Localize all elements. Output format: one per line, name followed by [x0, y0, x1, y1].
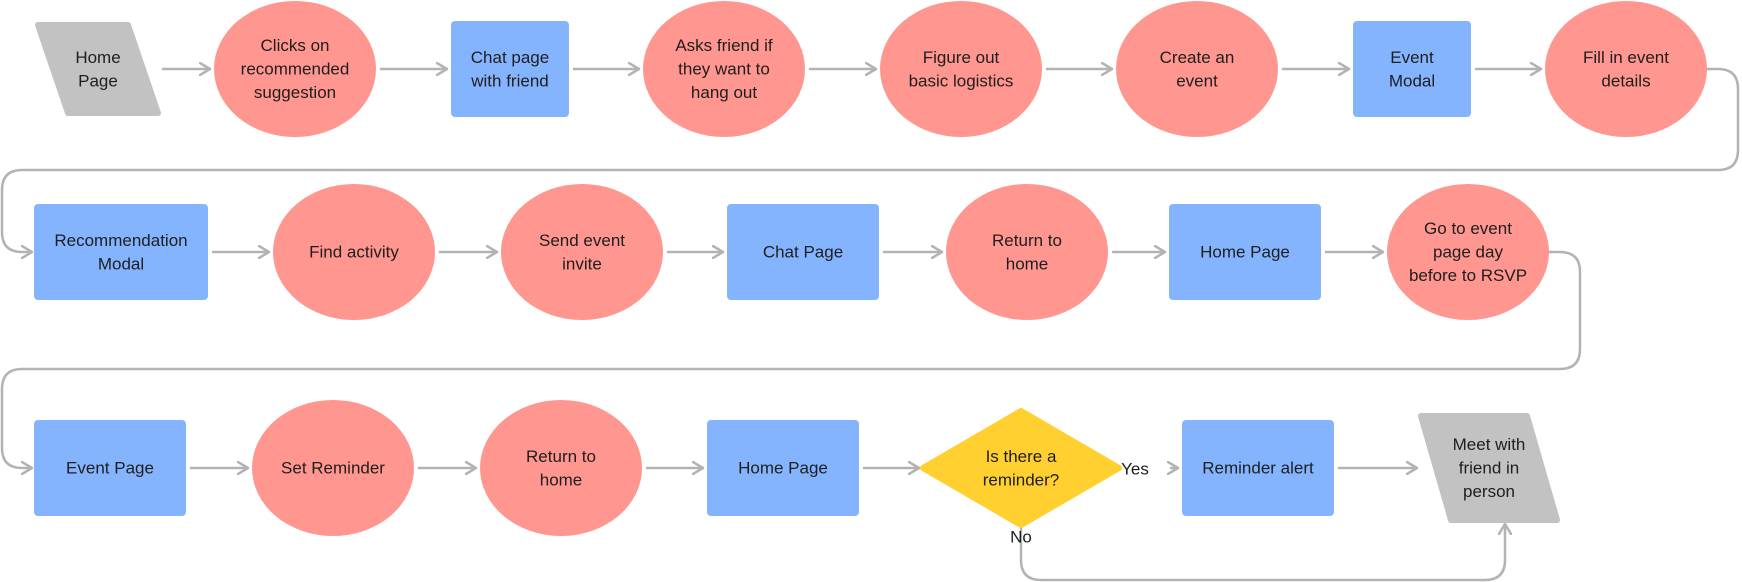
node-shape	[1169, 204, 1321, 300]
flow-node-screen: Home Page	[1169, 204, 1321, 300]
node-label-line: Find activity	[309, 243, 399, 262]
flow-node-process: Clicks on recommended suggestion	[214, 1, 376, 137]
flow-node-process: Return to home	[480, 400, 642, 536]
node-label-line: event	[1176, 71, 1218, 90]
node-label-line: reminder?	[983, 470, 1060, 489]
connector-arrow	[1019, 522, 1505, 582]
flow-node-process: Find activity	[273, 184, 435, 320]
node-shape	[1387, 184, 1549, 320]
flow-node-process: Fill in event details	[1545, 1, 1707, 137]
node-shape	[1116, 1, 1278, 137]
flow-node-terminal: Meet with friend in person	[1418, 413, 1560, 523]
node-label-line: home	[540, 470, 583, 489]
node-label-line: person	[1463, 482, 1515, 501]
node-label-line: Set Reminder	[281, 459, 385, 478]
flow-node-process: Asks friend if they want to hang out	[643, 1, 805, 137]
node-label-line: hang out	[691, 83, 757, 102]
node-label-line: Recommendation	[54, 231, 187, 250]
flow-node-process: Figure out basic logistics	[880, 1, 1042, 137]
connector-arrow	[0, 67, 1740, 252]
node-shape	[35, 22, 161, 116]
node-label-line: Chat Page	[763, 243, 843, 262]
flow-node-process: Send event invite	[501, 184, 663, 320]
node-label-line: Modal	[1389, 71, 1435, 90]
node-shape	[1418, 413, 1560, 523]
node-label-line: Return to	[992, 231, 1062, 250]
flow-node-screen: Chat Page	[727, 204, 879, 300]
node-label-line: they want to	[678, 60, 770, 79]
flow-node-process: Go to event page day before to RSVP	[1387, 184, 1549, 320]
flow-node-process: Create an event	[1116, 1, 1278, 137]
node-shape	[920, 408, 1122, 528]
node-label-line: recommended	[241, 60, 350, 79]
node-label-line: Home Page	[738, 459, 828, 478]
node-label-line: Modal	[98, 254, 144, 273]
node-label-line: Page	[78, 71, 118, 90]
node-label-line: Fill in event	[1583, 48, 1669, 67]
node-label-line: Chat page	[471, 48, 549, 67]
flow-node-screen: Event Page	[34, 420, 186, 516]
node-shape	[480, 400, 642, 536]
flow-node-screen: Reminder alert	[1182, 420, 1334, 516]
node-label-line: Return to	[526, 447, 596, 466]
connector-arrow	[0, 250, 1582, 468]
flow-node-process: Return to home	[946, 184, 1108, 320]
node-shape	[34, 204, 208, 300]
node-label-line: friend in	[1459, 459, 1519, 478]
flow-node-screen: Home Page	[707, 420, 859, 516]
edge-label: Yes	[1121, 460, 1149, 479]
node-shape	[273, 184, 435, 320]
node-shape	[34, 420, 186, 516]
node-shape	[707, 420, 859, 516]
node-label-line: Clicks on	[261, 36, 330, 55]
node-label-line: Figure out	[923, 48, 1000, 67]
node-shape	[1182, 420, 1334, 516]
node-shape	[1545, 1, 1707, 137]
node-label-line: Home	[75, 48, 120, 67]
node-label-line: details	[1601, 71, 1650, 90]
node-label-line: before to RSVP	[1409, 266, 1527, 285]
flow-node-process: Set Reminder	[252, 400, 414, 536]
node-shape	[501, 184, 663, 320]
node-label-line: Home Page	[1200, 243, 1290, 262]
node-label-line: Event Page	[66, 459, 154, 478]
node-shape	[214, 1, 376, 137]
node-label-line: Asks friend if	[675, 36, 773, 55]
node-label-line: Create an	[1160, 48, 1235, 67]
node-shape	[252, 400, 414, 536]
node-label-line: Send event	[539, 231, 625, 250]
node-shape	[880, 1, 1042, 137]
node-label-line: Go to event	[1424, 219, 1512, 238]
node-label-line: with friend	[470, 71, 548, 90]
node-shape	[643, 1, 805, 137]
node-shape	[1353, 21, 1471, 117]
flow-node-decision: Is there a reminder?	[920, 408, 1122, 528]
node-label-line: Reminder alert	[1202, 459, 1314, 478]
node-label-line: invite	[562, 254, 602, 273]
node-shape	[727, 204, 879, 300]
node-label-line: home	[1006, 254, 1049, 273]
node-label-line: page day	[1433, 243, 1503, 262]
node-label-line: suggestion	[254, 83, 336, 102]
node-label-line: Event	[1390, 48, 1434, 67]
node-shape	[451, 21, 569, 117]
node-label-line: basic logistics	[909, 71, 1014, 90]
flow-node-screen: Chat page with friend	[451, 21, 569, 117]
node-shape	[946, 184, 1108, 320]
node-label-line: Meet with	[1453, 435, 1526, 454]
edge-label: No	[1010, 528, 1032, 547]
node-label-line: Is there a	[986, 447, 1057, 466]
